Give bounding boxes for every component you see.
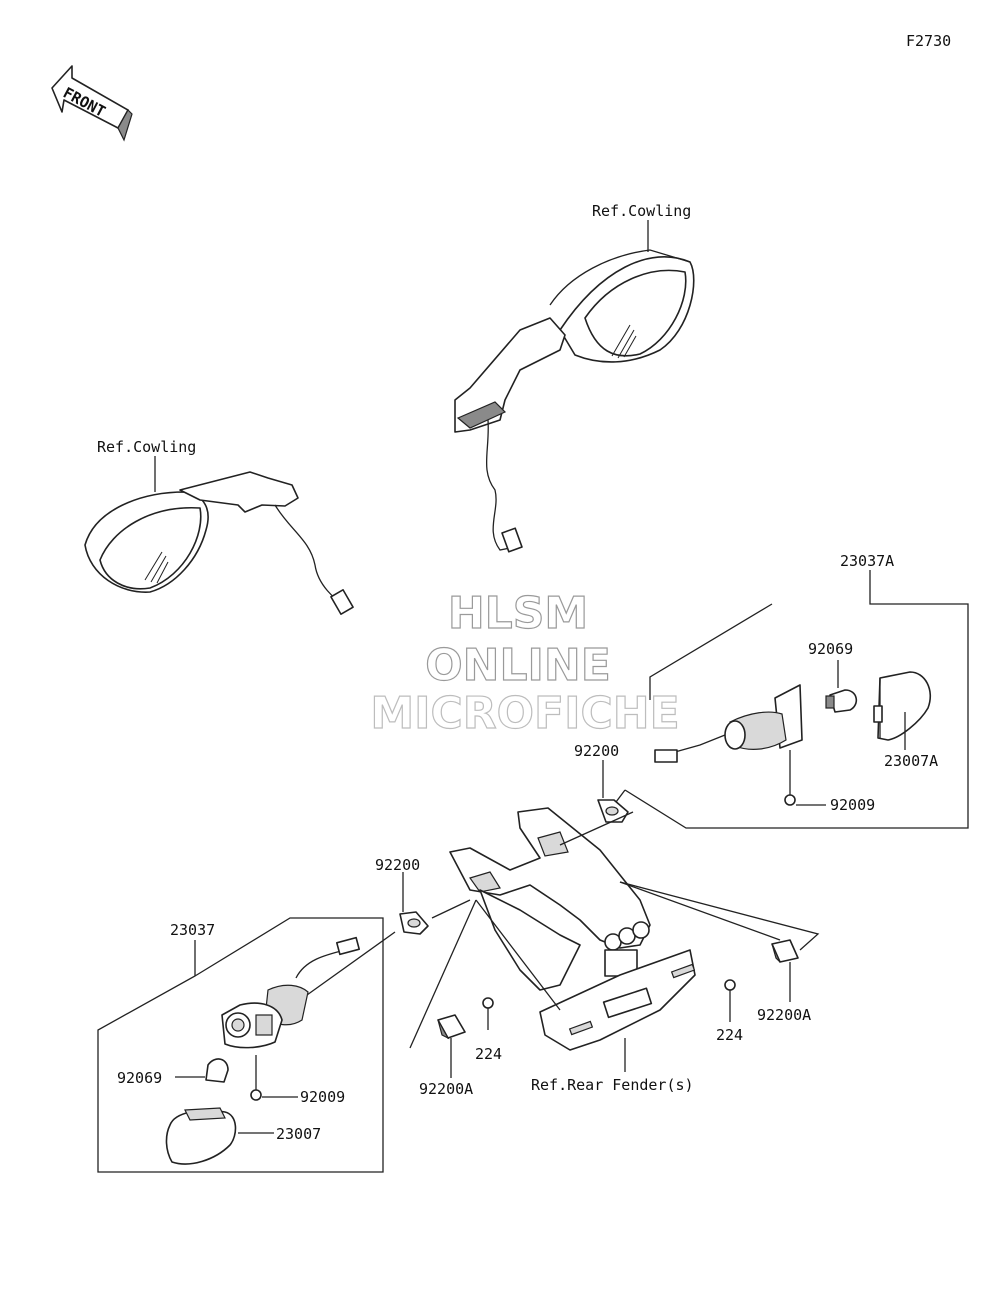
part-23007a-label: 23007A [884,752,938,770]
part-23007-label: 23007 [276,1125,321,1143]
bolt-right-icon [724,979,736,1022]
bulb-left-icon [205,1058,229,1083]
right-mirror: Ref.Cowling [454,202,695,553]
ref-cowling-right: Ref.Cowling [592,202,691,220]
watermark-line-1: HLSM [448,588,588,639]
grommet-right-icon [597,799,629,823]
assy-right-group: 23037A 92069 23007A 92009 [609,552,969,829]
part-92200-left-label: 92200 [375,856,420,874]
part-92200-right-label: 92200 [574,742,619,760]
part-23037a-label: 23037A [840,552,894,570]
watermark: HLSM ONLINE MICROFICHE [370,587,681,739]
grommet-left-icon [399,911,429,935]
part-92200a-left-label: 92200A [419,1080,473,1098]
watermark-line-2: ONLINE [425,640,611,691]
clip-left-icon [437,1014,466,1040]
figure-id: F2730 [906,32,951,50]
clip-right-icon [771,939,799,963]
watermark-line-3: MICROFICHE [370,688,679,739]
ref-rear-fender: Ref.Rear Fender(s) [531,1076,694,1094]
part-92200a-right-label: 92200A [757,1006,811,1024]
part-92069-left-label: 92069 [117,1069,162,1087]
part-23037-label: 23037 [170,921,215,939]
ref-cowling-left: Ref.Cowling [97,438,196,456]
left-mirror: Ref.Cowling [84,438,354,615]
rear-bracket [449,807,696,1051]
part-92009-left-label: 92009 [300,1088,345,1106]
lens-right-icon [873,671,932,741]
part-224-left-label: 224 [475,1045,502,1063]
bulb-right-icon [825,689,858,713]
screw-left-icon [250,1055,262,1101]
assy-left-group: 23037 92069 92009 23007 [97,917,396,1173]
part-92069-right-label: 92069 [808,640,853,658]
bolt-left-icon [482,997,494,1030]
part-92009-right-label: 92009 [830,796,875,814]
front-arrow-icon: FRONT [51,65,133,142]
part-224-right-label: 224 [716,1026,743,1044]
screw-right-icon [784,750,796,806]
lens-left-icon [165,1107,237,1165]
